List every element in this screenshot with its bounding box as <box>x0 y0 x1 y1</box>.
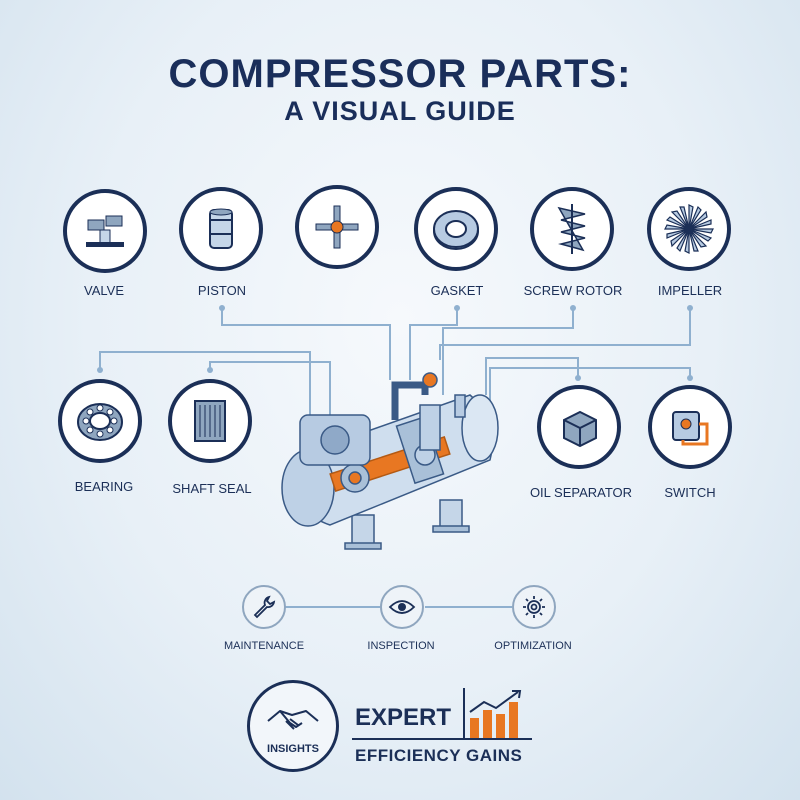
compressor-illustration <box>281 372 499 550</box>
eye-icon <box>380 585 424 629</box>
shaft-cross-icon <box>295 185 379 269</box>
shaft-seal-icon <box>168 379 252 463</box>
switch-icon <box>648 385 732 469</box>
valve-label: VALVE <box>84 283 124 298</box>
switch-label: SWITCH <box>664 485 716 500</box>
impeller-label: IMPELLER <box>657 283 723 298</box>
valve-icon <box>63 189 147 273</box>
wrench-icon <box>242 585 286 629</box>
bearing-icon <box>58 379 142 463</box>
page-subtitle: A VISUAL GUIDE <box>284 96 516 126</box>
gear-icon <box>512 585 556 629</box>
handshake-icon <box>267 710 319 730</box>
piston-icon <box>179 187 263 271</box>
insights-label: INSIGHTS <box>267 743 319 755</box>
expert-label: EXPERT <box>355 704 452 731</box>
screw-rotor-label: SCREW ROTOR <box>523 283 623 298</box>
efficiency-label: EFFICIENCY GAINS <box>355 746 523 765</box>
shaft-seal-label: SHAFT SEAL <box>172 481 252 496</box>
gasket-label: GASKET <box>430 283 484 298</box>
optimization-label: OPTIMIZATION <box>494 640 572 652</box>
maintenance-label: MAINTENANCE <box>223 640 305 652</box>
insights-badge: INSIGHTS <box>247 680 339 772</box>
inspection-label: INSPECTION <box>367 640 435 652</box>
bar-growth-icon <box>463 688 522 738</box>
piston-label: PISTON <box>197 283 247 298</box>
gasket-icon <box>414 187 498 271</box>
oil-separator-label: OIL SEPARATOR <box>529 485 633 500</box>
screw-rotor-icon <box>530 187 614 271</box>
page-title: COMPRESSOR PARTS: <box>168 52 632 96</box>
oil-separator-icon <box>537 385 621 469</box>
bearing-label: BEARING <box>74 479 134 494</box>
impeller-icon <box>647 187 731 271</box>
divider <box>352 738 532 740</box>
